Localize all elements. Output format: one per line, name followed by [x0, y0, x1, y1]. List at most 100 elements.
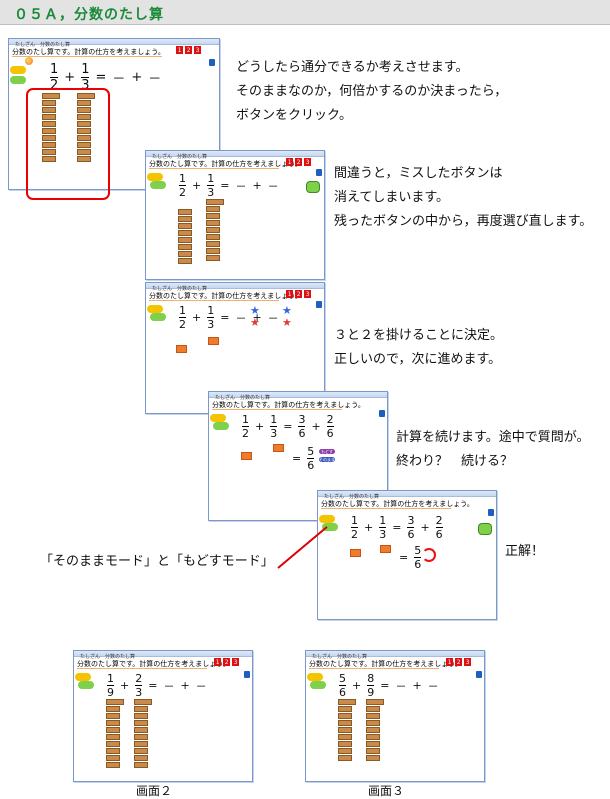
selected-multiplier-chip[interactable] — [241, 452, 252, 460]
multiplier-button[interactable] — [366, 706, 380, 712]
multiplier-button[interactable] — [338, 741, 352, 747]
multiplier-button[interactable] — [134, 713, 148, 719]
multiplier-button[interactable] — [42, 142, 56, 148]
mode-icon-green[interactable] — [150, 313, 166, 321]
mode-icon-green[interactable] — [10, 76, 26, 84]
column-header-button[interactable] — [106, 699, 124, 705]
mode-icon-yellow[interactable] — [75, 673, 91, 681]
multiplier-button[interactable] — [366, 720, 380, 726]
selected-multiplier-chip[interactable] — [350, 549, 361, 557]
multiplier-button[interactable] — [366, 755, 380, 761]
multiplier-button[interactable] — [338, 755, 352, 761]
multiplier-button[interactable] — [134, 762, 148, 768]
mode-icon-yellow[interactable] — [307, 673, 323, 681]
pen-icon[interactable] — [316, 301, 322, 308]
number-button-3[interactable]: 3 — [304, 290, 311, 298]
multiplier-button[interactable] — [42, 156, 56, 162]
number-button-2[interactable]: 2 — [455, 658, 462, 666]
multiplier-button[interactable] — [77, 121, 91, 127]
multiplier-button[interactable] — [178, 209, 192, 215]
multiplier-button[interactable] — [134, 727, 148, 733]
multiplier-button[interactable] — [134, 748, 148, 754]
multiplier-button[interactable] — [178, 216, 192, 222]
number-button-2[interactable]: 2 — [295, 158, 302, 166]
next-icon[interactable] — [306, 181, 320, 193]
mode-icon-yellow[interactable] — [319, 515, 335, 523]
multiplier-button[interactable] — [178, 230, 192, 236]
multiplier-button[interactable] — [206, 213, 220, 219]
number-button-2[interactable]: 2 — [223, 658, 230, 666]
multiplier-button[interactable] — [77, 156, 91, 162]
multiplier-button[interactable] — [134, 755, 148, 761]
column-header-button[interactable] — [134, 699, 152, 705]
multiplier-button[interactable] — [106, 727, 120, 733]
multiplier-button[interactable] — [338, 713, 352, 719]
multiplier-button[interactable] — [338, 727, 352, 733]
pen-icon[interactable] — [316, 169, 322, 176]
number-button-1[interactable]: 1 — [446, 658, 453, 666]
multiplier-button[interactable] — [206, 255, 220, 261]
number-button-3[interactable]: 3 — [232, 658, 239, 666]
multiplier-button[interactable] — [178, 237, 192, 243]
multiplier-button[interactable] — [338, 720, 352, 726]
selected-multiplier-chip[interactable] — [380, 545, 391, 553]
multiplier-button[interactable] — [366, 713, 380, 719]
multiplier-button[interactable] — [366, 748, 380, 754]
multiplier-button[interactable] — [106, 734, 120, 740]
number-button-2[interactable]: 2 — [295, 290, 302, 298]
multiplier-button[interactable] — [206, 241, 220, 247]
multiplier-button[interactable] — [178, 223, 192, 229]
multiplier-button[interactable] — [42, 135, 56, 141]
multiplier-button[interactable] — [42, 149, 56, 155]
multiplier-button[interactable] — [366, 727, 380, 733]
multiplier-button[interactable] — [106, 713, 120, 719]
multiplier-button[interactable] — [106, 755, 120, 761]
selected-multiplier-chip[interactable] — [273, 444, 284, 452]
number-button-3[interactable]: 3 — [194, 46, 201, 54]
multiplier-button[interactable] — [134, 720, 148, 726]
mode-icon-yellow[interactable] — [147, 305, 163, 313]
multiplier-button[interactable] — [77, 142, 91, 148]
mode-icon-green[interactable] — [213, 422, 229, 430]
multiplier-button[interactable] — [77, 135, 91, 141]
multiplier-button[interactable] — [206, 227, 220, 233]
multiplier-button[interactable] — [134, 706, 148, 712]
multiplier-button[interactable] — [106, 741, 120, 747]
multiplier-button[interactable] — [42, 100, 56, 106]
pen-icon[interactable] — [379, 410, 385, 417]
mode-icon-green[interactable] — [150, 181, 166, 189]
keep-mode-button[interactable]: そのまま — [319, 457, 335, 462]
multiplier-button[interactable] — [42, 128, 56, 134]
pen-icon[interactable] — [209, 59, 215, 66]
multiplier-button[interactable] — [106, 706, 120, 712]
multiplier-button[interactable] — [134, 734, 148, 740]
column-header-button[interactable] — [206, 199, 224, 205]
mode-icon-green[interactable] — [310, 681, 326, 689]
number-button-2[interactable]: 2 — [185, 46, 192, 54]
multiplier-button[interactable] — [106, 748, 120, 754]
number-button-1[interactable]: 1 — [214, 658, 221, 666]
column-header-button[interactable] — [366, 699, 384, 705]
number-button-1[interactable]: 1 — [176, 46, 183, 54]
multiplier-button[interactable] — [206, 248, 220, 254]
selected-multiplier-chip[interactable] — [176, 345, 187, 353]
multiplier-button[interactable] — [42, 121, 56, 127]
multiplier-button[interactable] — [206, 234, 220, 240]
number-button-1[interactable]: 1 — [286, 158, 293, 166]
multiplier-button[interactable] — [77, 114, 91, 120]
return-mode-button[interactable]: もどす — [319, 449, 335, 454]
multiplier-button[interactable] — [42, 107, 56, 113]
multiplier-button[interactable] — [77, 100, 91, 106]
multiplier-button[interactable] — [178, 258, 192, 264]
multiplier-button[interactable] — [178, 251, 192, 257]
number-button-3[interactable]: 3 — [304, 158, 311, 166]
multiplier-button[interactable] — [366, 741, 380, 747]
multiplier-button[interactable] — [206, 220, 220, 226]
multiplier-button[interactable] — [206, 206, 220, 212]
number-button-1[interactable]: 1 — [286, 290, 293, 298]
pen-icon[interactable] — [244, 671, 250, 678]
column-header-button[interactable] — [42, 93, 60, 99]
multiplier-button[interactable] — [106, 720, 120, 726]
mode-icon-yellow[interactable] — [147, 173, 163, 181]
number-button-3[interactable]: 3 — [464, 658, 471, 666]
